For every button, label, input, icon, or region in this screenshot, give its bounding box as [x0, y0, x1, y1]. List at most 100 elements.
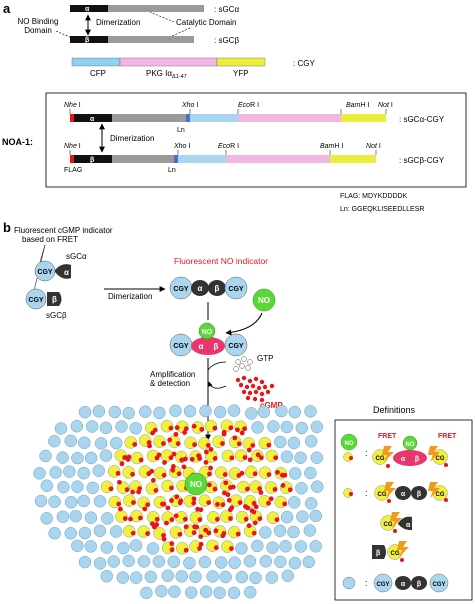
site-eco-top: EcoR I — [238, 102, 259, 109]
inactive-indicator-cell — [281, 569, 294, 582]
inactive-indicator-cell — [155, 584, 168, 598]
inactive-indicator-cell — [122, 406, 135, 420]
free-cgmp-dot — [229, 505, 235, 511]
cgmp-bound-dot — [182, 516, 188, 522]
free-cgmp-dot — [173, 431, 179, 437]
fret-label-1: FRET — [378, 433, 397, 440]
inactive-indicator-cell — [100, 541, 113, 554]
sgc-beta-construct: β : sGCβ — [70, 36, 239, 45]
cgmp-bound-dot — [266, 472, 272, 478]
inactive-indicator-cell — [227, 404, 241, 417]
free-cgmp-dot — [195, 506, 201, 512]
inactive-indicator-cell — [77, 494, 90, 508]
free-cgmp-dot — [160, 501, 165, 507]
free-cgmp-dot — [182, 430, 187, 435]
catalytic-domain-beta — [108, 36, 194, 43]
cgmp-bound-dot — [220, 502, 226, 508]
cgmp-bound-dot — [252, 471, 258, 477]
free-cgmp-dot — [251, 509, 257, 515]
gtp-cluster — [233, 356, 253, 372]
cgmp-bound-dot — [214, 516, 220, 522]
site-eco-bottom: EcoR I — [218, 143, 239, 150]
cgmp-bound-dot — [168, 455, 174, 461]
definition-row-alpha-monomer: CG α — [380, 512, 412, 533]
inactive-indicator-cell — [287, 525, 300, 539]
cgmp-bound-dot — [138, 515, 143, 521]
inactive-indicator-cell — [214, 556, 228, 569]
cgmp-bound-dot — [161, 472, 167, 478]
inactive-indicator-cell — [198, 555, 212, 569]
inactive-indicator-cell — [228, 556, 241, 569]
inactive-indicator-cell — [296, 510, 309, 523]
free-cgmp-dot — [130, 489, 136, 495]
alpha-subunit-shape — [55, 264, 71, 279]
site-bam-top: BamH I — [346, 102, 369, 109]
inactive-indicator-cell — [206, 570, 219, 583]
no-binding-arrow — [225, 312, 263, 336]
free-cgmp-dot — [196, 453, 202, 459]
cgmp-bound-dot — [183, 426, 189, 432]
definition-row-no-bound: NO : FRET FRET CG α β NO CG — [340, 433, 457, 468]
catalytic-domain-alpha — [108, 5, 204, 12]
flag-label: FLAG — [64, 167, 82, 174]
cgmp-bound-dot — [145, 502, 151, 508]
flag-sequence: FLAG: MDYKDDDDK — [340, 193, 408, 200]
inactive-indicator-cell — [266, 541, 279, 554]
definitions-title: Definitions — [373, 405, 416, 415]
cgmp-bound-dot — [177, 531, 183, 537]
inactive-indicator-cell — [273, 524, 287, 537]
inactive-indicator-cell — [69, 509, 82, 523]
panel-a-letter: a — [3, 1, 11, 16]
cgmp-indicator-label-1: Fluorescent cGMP indicator — [14, 226, 113, 235]
inactive-indicator-cell — [280, 450, 294, 463]
inactive-indicator-cell — [280, 510, 294, 524]
inactive-indicator-cell — [64, 527, 77, 540]
inactive-indicator-cell — [249, 571, 262, 585]
def-beta-2: β — [417, 491, 422, 498]
inactive-indicator-cell — [311, 480, 324, 493]
inactive-indicator-cell — [287, 496, 301, 509]
yfp-beta-fusion — [330, 155, 376, 163]
inactive-indicator-cell — [213, 586, 226, 600]
cgmp-bound-dot — [176, 471, 182, 477]
def-beta-1: β — [415, 456, 420, 463]
sgc-alpha-name: : sGCα — [214, 5, 239, 14]
amplification-label-2: & detection — [150, 379, 190, 388]
cgmp-bound-dot — [273, 455, 279, 461]
inactive-indicator-cell — [93, 557, 107, 570]
site-nhe-top: Nhe I — [64, 102, 81, 109]
inactive-indicator-cell — [33, 467, 46, 480]
free-cgmp-dot — [198, 541, 204, 547]
no-text-1: NO — [258, 296, 270, 305]
ln-sequence: Ln: GGEQKLISEEDLLESR — [340, 206, 424, 213]
cgy-construct: CFP PKG Iα Δ1-47 YFP : CGY — [71, 57, 315, 80]
cgmp-bound-dot — [244, 486, 250, 492]
sgc-beta-monomer-label: sGCβ — [46, 311, 67, 320]
def-cgy-2: CGY — [432, 582, 445, 588]
cgmp-bound-dot — [145, 531, 151, 536]
fret-label-2: FRET — [438, 433, 457, 440]
inactive-indicator-cell — [54, 422, 68, 435]
cgmp-bound-dot — [197, 517, 203, 523]
free-cgmp-dot — [246, 523, 252, 529]
beta-text-3: β — [214, 342, 219, 351]
free-cgmp-dot — [128, 516, 133, 522]
free-cgmp-dot — [142, 506, 148, 512]
free-cgmp-dot — [279, 472, 285, 478]
inactive-indicator-cell — [274, 555, 287, 568]
cgmp-bound-dot — [161, 533, 166, 538]
free-cgmp-dot — [174, 494, 180, 500]
inactive-indicator-cell — [57, 480, 70, 494]
free-cgmp-dot — [280, 483, 286, 488]
inactive-indicator-cell — [199, 585, 213, 598]
cgmp-bound-dot — [206, 500, 212, 505]
def-beta-4: β — [417, 581, 422, 588]
inactive-indicator-cell — [122, 554, 135, 568]
inactive-indicator-cell — [86, 481, 99, 495]
alpha-no-domain — [74, 114, 112, 122]
inactive-indicator-cell — [288, 405, 301, 419]
cgmp-bound-dot — [183, 547, 189, 553]
free-cgmp-dot — [221, 429, 227, 435]
flag-tag-beta — [70, 155, 74, 163]
inactive-indicator-cell — [78, 526, 92, 540]
